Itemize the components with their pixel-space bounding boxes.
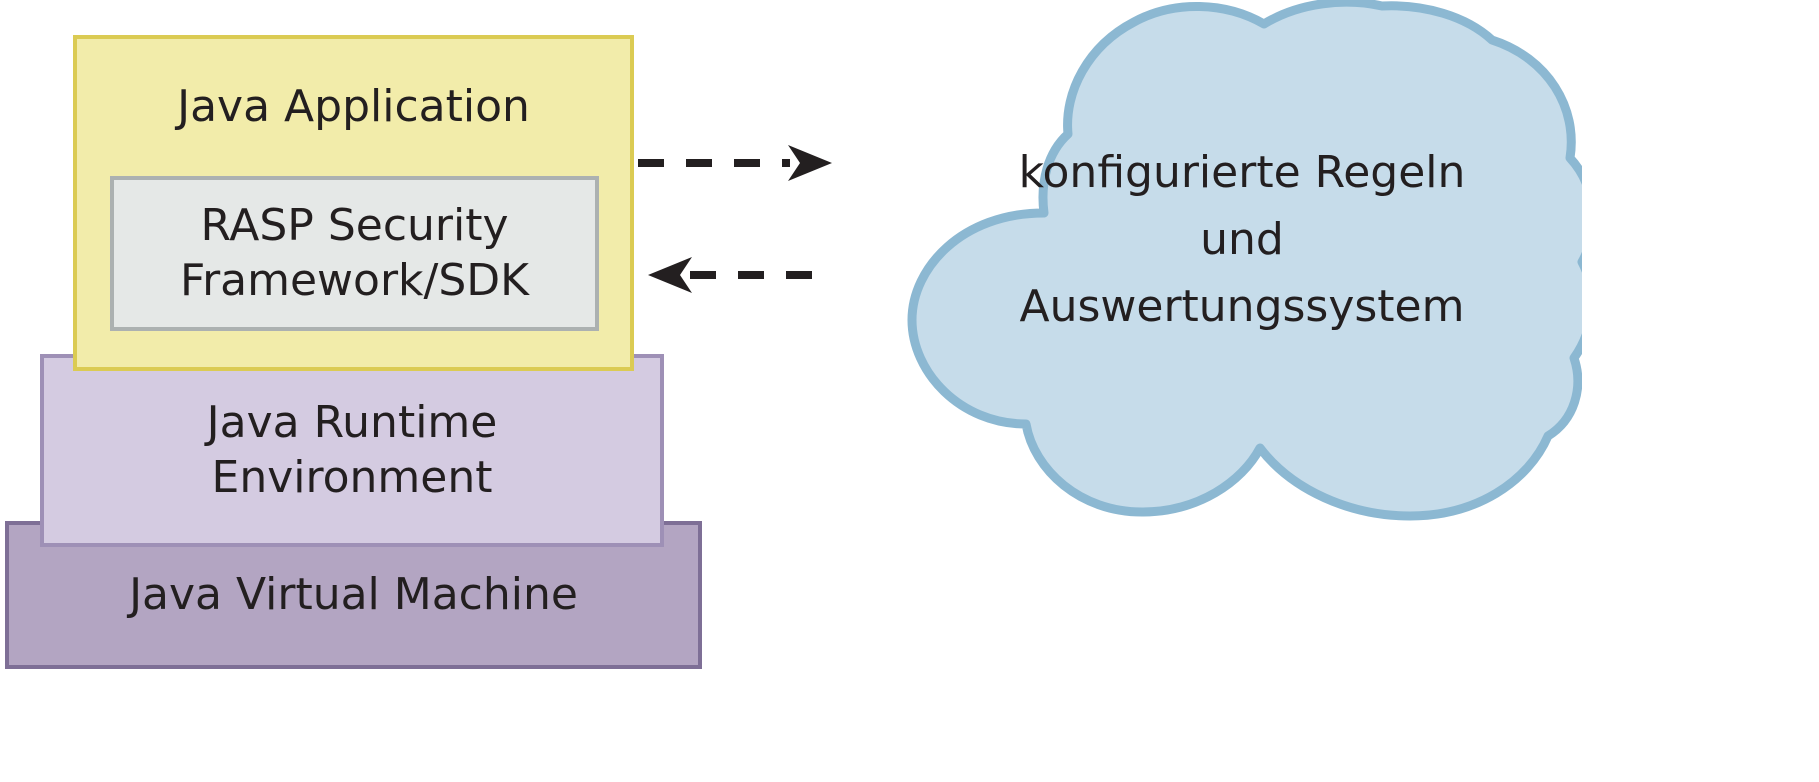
node-rasp-security-framework-label: RASP Security Framework/SDK xyxy=(179,199,530,306)
node-java-application-label: Java Application xyxy=(177,80,530,132)
connector-cloud-to-app xyxy=(648,257,834,293)
connector-app-to-cloud xyxy=(638,145,832,181)
node-rasp-security-framework[interactable]: RASP Security Framework/SDK xyxy=(110,176,599,331)
node-rules-cloud-label: konfigurierte Regeln und Auswertungssyst… xyxy=(1018,147,1466,332)
arrowhead-left-icon xyxy=(648,257,692,293)
node-rules-cloud[interactable]: konfigurierte Regeln und Auswertungssyst… xyxy=(812,0,1582,525)
node-java-runtime-environment-label: Java Runtime Environment xyxy=(206,396,498,503)
node-java-runtime-environment[interactable]: Java Runtime Environment xyxy=(40,354,664,547)
cloud-shape-icon xyxy=(907,0,1582,521)
node-java-virtual-machine-label: Java Virtual Machine xyxy=(129,568,578,620)
